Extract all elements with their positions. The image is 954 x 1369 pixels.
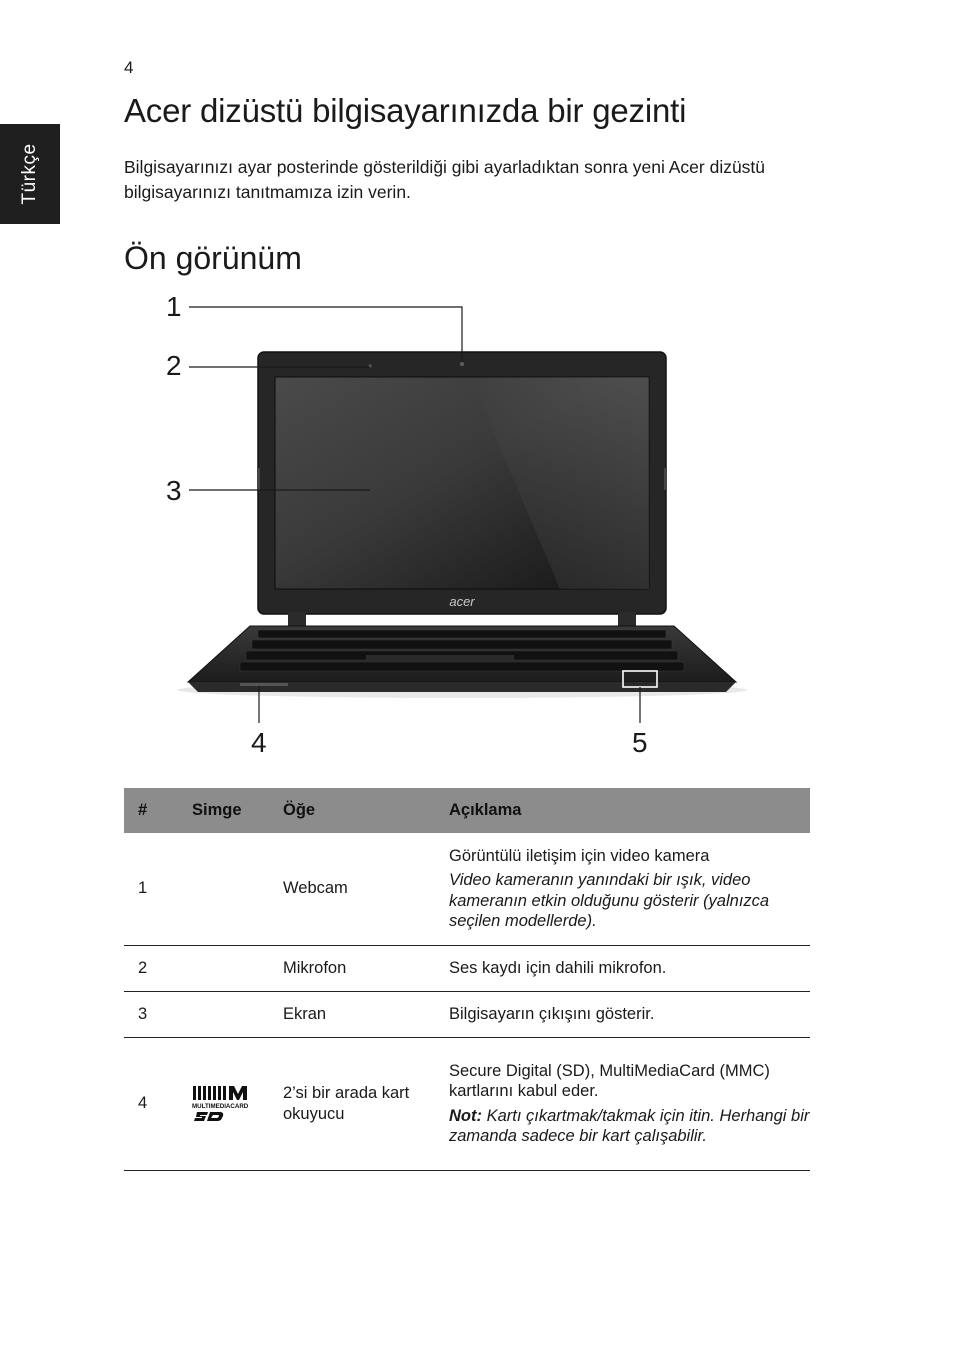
callout-1: 1 <box>166 291 182 322</box>
header-icon: Simge <box>178 788 269 833</box>
acer-logo: acer <box>449 594 475 609</box>
row-desc-note: Video kameranın yanındaki bir ışık, vide… <box>449 871 770 931</box>
row-desc: Secure Digital (SD), MultiMediaCard (MMC… <box>435 1036 810 1171</box>
svg-text:MULTIMEDIACARD: MULTIMEDIACARD <box>192 1103 249 1110</box>
note-label: Not: <box>449 1106 482 1125</box>
table-row: 2 Mikrofon Ses kaydı için dahili mikrofo… <box>124 945 810 992</box>
table-row: 1 Webcam Görüntülü iletişim için video k… <box>124 833 810 946</box>
touchpad-area <box>366 655 514 661</box>
page-number: 4 <box>124 58 134 77</box>
webcam-dot <box>459 361 465 367</box>
row-desc-text: Görüntülü iletişim için video kamera <box>449 846 710 865</box>
row-icon <box>178 833 269 946</box>
laptop-front-view-figure: acer 1 2 3 4 5 <box>166 291 747 758</box>
note-text: Kartı çıkartmak/takmak için itin. Herhan… <box>449 1106 810 1146</box>
callout-3: 3 <box>166 475 182 506</box>
multimediacard-sd-icon: MULTIMEDIACARD <box>192 1085 249 1121</box>
row-item: Ekran <box>269 991 435 1038</box>
row-item: 2’si bir arada kart okuyucu <box>269 1036 435 1171</box>
page-title: Acer dizüstü bilgisayarınızda bir gezint… <box>124 92 687 129</box>
row-icon: MULTIMEDIACARD <box>178 1036 269 1171</box>
row-desc: Ses kaydı için dahili mikrofon. <box>435 945 810 992</box>
row-item: Mikrofon <box>269 945 435 992</box>
callout-2: 2 <box>166 350 182 381</box>
row-num: 3 <box>124 991 178 1038</box>
row-desc: Bilgisayarın çıkışını gösterir. <box>435 991 810 1038</box>
row-icon <box>178 991 269 1038</box>
components-table: # Simge Öğe Açıklama 1 Webcam Görüntülü … <box>124 788 810 1171</box>
header-item: Öğe <box>269 788 435 833</box>
table-row: 3 Ekran Bilgisayarın çıkışını gösterir. <box>124 991 810 1038</box>
row-desc-note: Not: Kartı çıkartmak/takmak için itin. H… <box>449 1106 810 1147</box>
header-num: # <box>124 788 178 833</box>
row-desc: Görüntülü iletişim için video kamera Vid… <box>435 833 810 946</box>
row-num: 2 <box>124 945 178 992</box>
row-icon <box>178 945 269 992</box>
table-header-row: # Simge Öğe Açıklama <box>124 788 810 833</box>
language-tab: Türkçe <box>0 124 60 224</box>
intro-paragraph: Bilgisayarınızı ayar posterinde gösteril… <box>124 157 766 202</box>
row-num: 1 <box>124 833 178 946</box>
row-item: Webcam <box>269 833 435 946</box>
header-desc: Açıklama <box>435 788 810 833</box>
row-num: 4 <box>124 1036 178 1171</box>
table-row: 4 MULTIMEDIACARD <box>124 1036 810 1171</box>
row-desc-text: Secure Digital (SD), MultiMediaCard (MMC… <box>449 1061 770 1101</box>
callout-4: 4 <box>251 727 267 758</box>
section-title: Ön görünüm <box>124 240 302 276</box>
callout-5: 5 <box>632 727 648 758</box>
